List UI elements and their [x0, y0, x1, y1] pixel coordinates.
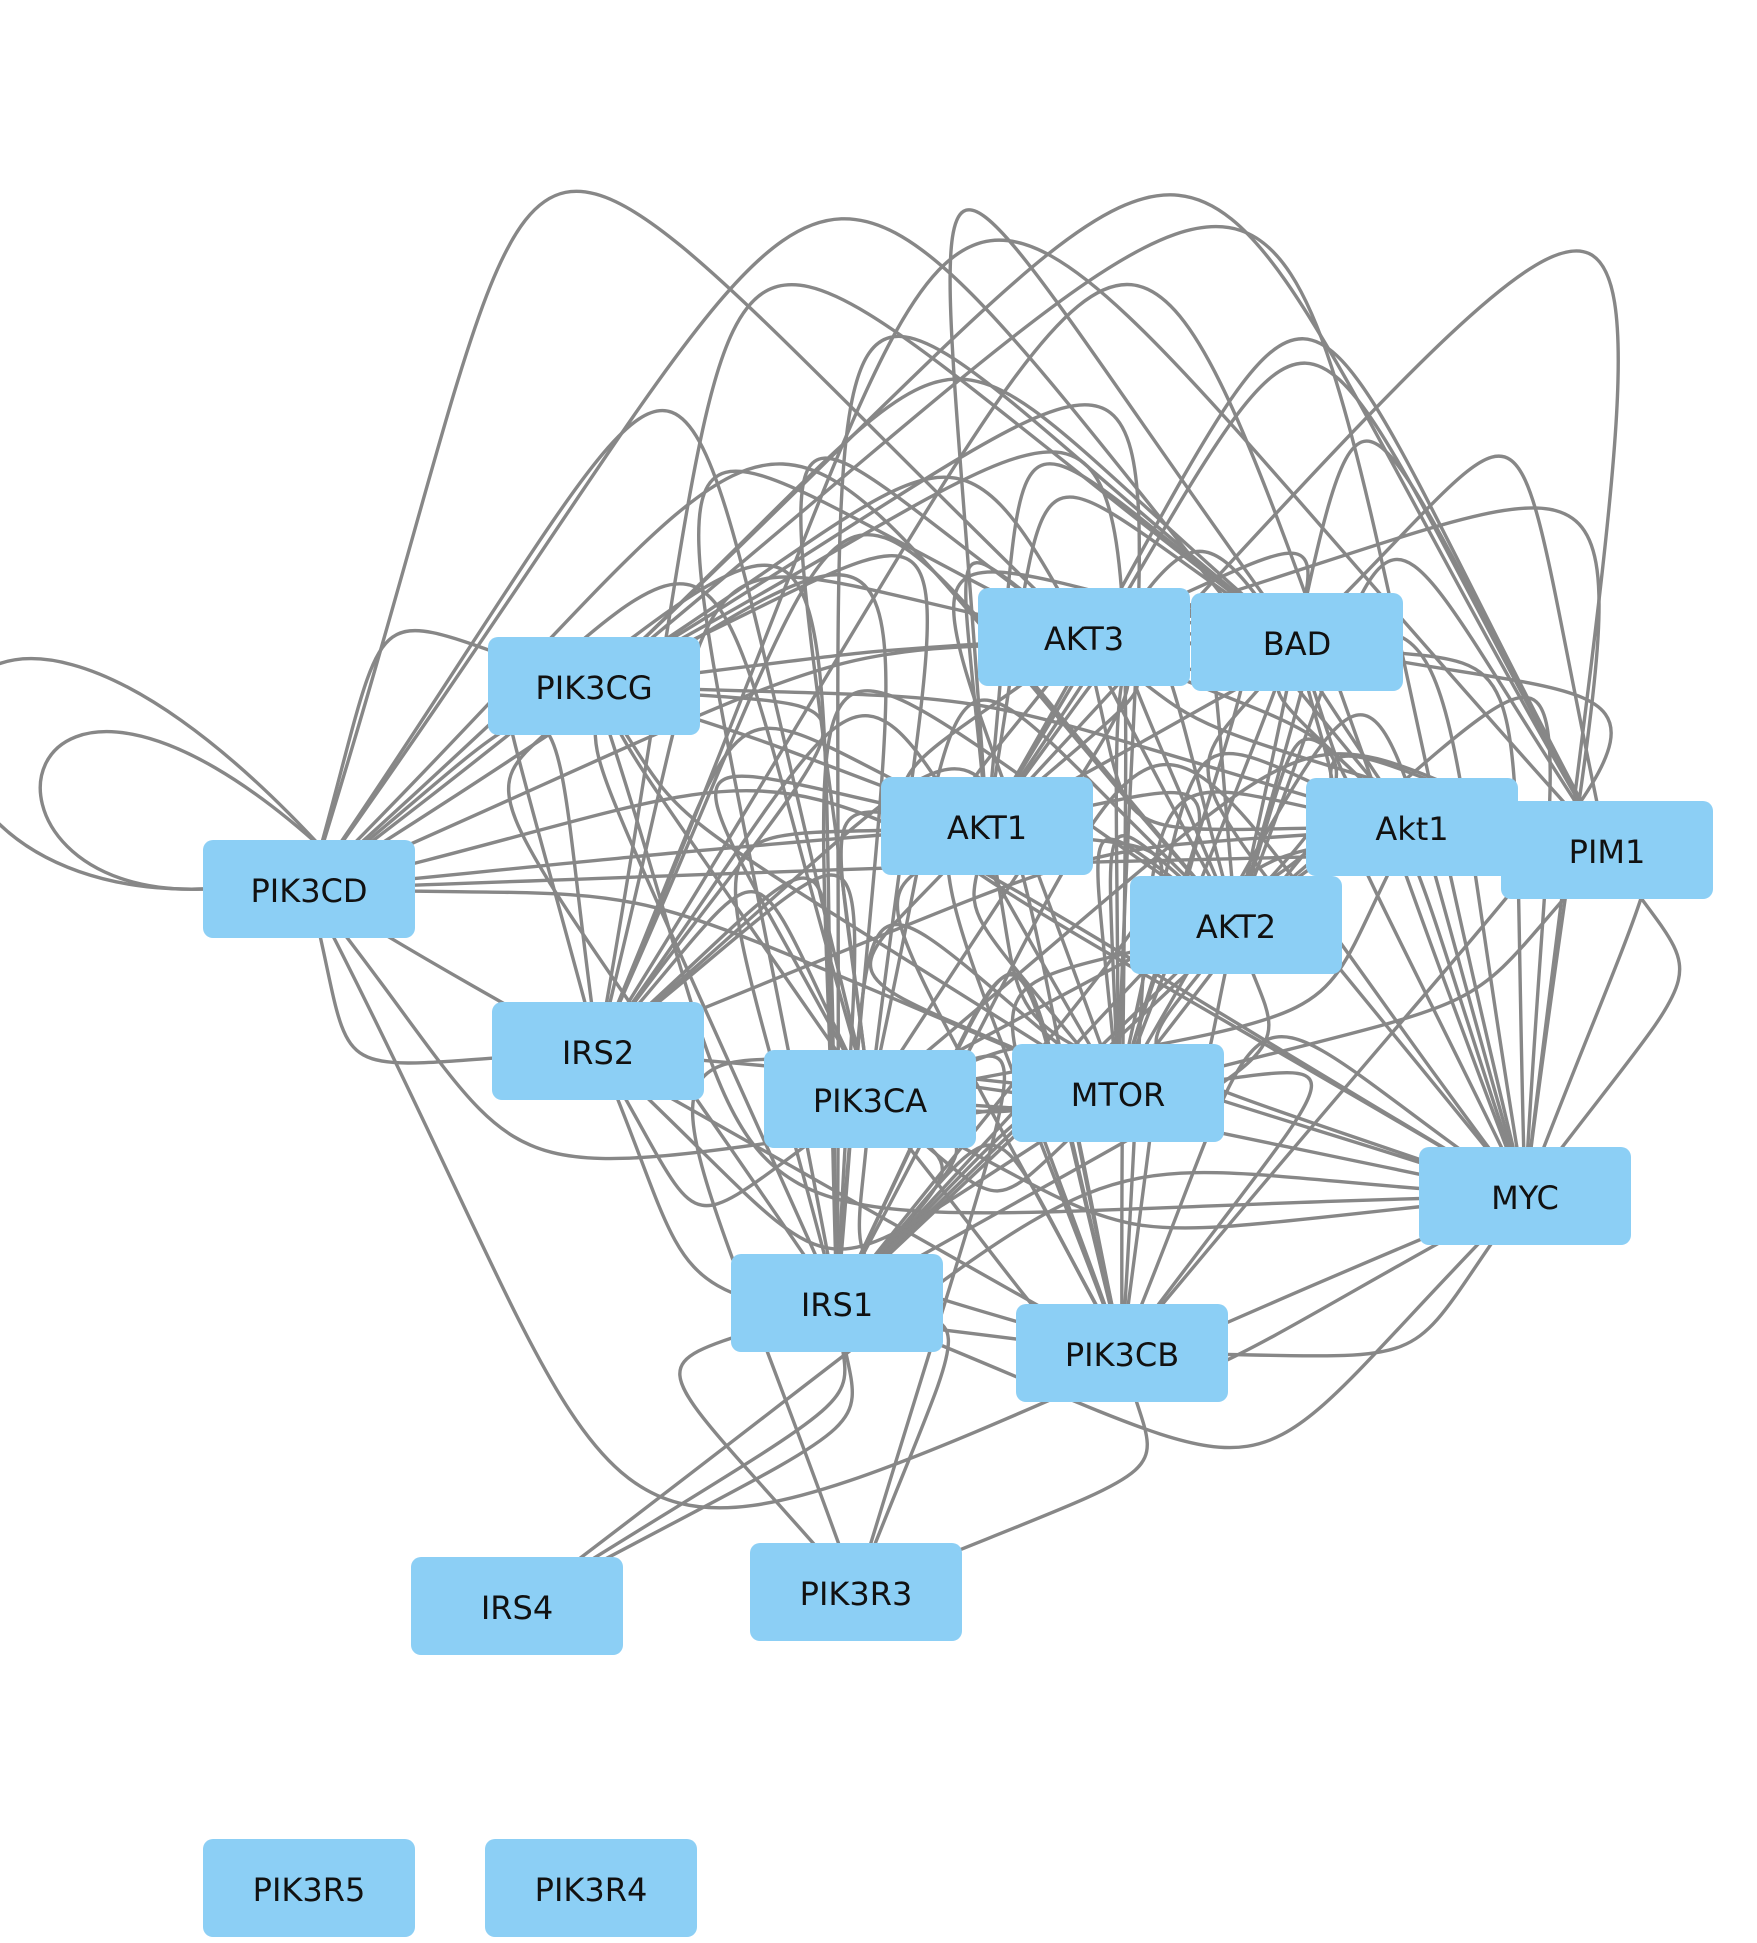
edge-bad-pim1 [1295, 454, 1609, 852]
node-label: Akt1 [1375, 810, 1448, 848]
edge-myc-pik3cb [1120, 1194, 1527, 1358]
node-pik3cg[interactable]: PIK3CG [488, 637, 700, 735]
node-label: PIK3R5 [253, 1871, 366, 1909]
node-box[interactable] [1501, 801, 1713, 899]
node-label: PIK3CG [535, 669, 652, 707]
node-label: PIK3CB [1065, 1336, 1179, 1374]
node-box[interactable] [492, 1002, 704, 1100]
node-irs2[interactable]: IRS2 [492, 1002, 704, 1100]
node-box[interactable] [1130, 876, 1342, 974]
node-akt2[interactable]: AKT2 [1130, 876, 1342, 974]
node-myc[interactable]: MYC [1419, 1147, 1631, 1245]
edge-akt3-pik3cd [307, 189, 1086, 891]
edge-pim1-pik3cg [592, 193, 1609, 852]
edge-pik3ca-pik3cd [307, 408, 872, 1101]
node-label: IRS4 [481, 1589, 553, 1627]
edge-pik3ca-irs2 [596, 1049, 872, 1208]
edge-myc-pik3ca [868, 1097, 1527, 1230]
node-box[interactable] [764, 1050, 976, 1148]
edge-akt2-pim1 [1234, 557, 1609, 927]
node-label: MTOR [1071, 1076, 1166, 1114]
node-label: AKT3 [1044, 620, 1124, 658]
node-label: MYC [1491, 1179, 1559, 1217]
node-label: AKT2 [1196, 908, 1276, 946]
node-box[interactable] [485, 1839, 697, 1937]
node-pik3ca[interactable]: PIK3CA [764, 1050, 976, 1148]
edge-pik3cd-pik3cd [0, 657, 325, 891]
node-box[interactable] [203, 1839, 415, 1937]
edge-irs1-pik3cb [835, 1143, 1124, 1355]
node-pik3r3[interactable]: PIK3R3 [750, 1543, 962, 1641]
edge-akt1-pik3cg [592, 684, 1414, 829]
node-box[interactable] [750, 1543, 962, 1641]
node-label: AKT1 [947, 809, 1027, 847]
node-akt3[interactable]: AKT3 [978, 588, 1190, 686]
edge-pik3ca-pik3cd [307, 582, 872, 1101]
node-bad[interactable]: BAD [1191, 593, 1403, 691]
node-box[interactable] [1306, 778, 1518, 876]
edge-akt2-pik3ca [868, 698, 1238, 1101]
node-akt1[interactable]: AKT1 [881, 777, 1093, 875]
node-label: PIK3R4 [535, 1871, 648, 1909]
node-box[interactable] [1012, 1044, 1224, 1142]
edge-myc-irs4 [515, 1170, 1527, 1608]
node-label: PIK3R3 [800, 1575, 913, 1613]
node-box[interactable] [1191, 593, 1403, 691]
edge-pim1-myc [1523, 848, 1682, 1198]
node-label: IRS1 [801, 1286, 873, 1324]
node-irs4[interactable]: IRS4 [411, 1557, 623, 1655]
node-box[interactable] [731, 1254, 943, 1352]
edge-bad-pik3cb [1120, 640, 1613, 1355]
edge-myc-pik3cd [307, 789, 1527, 1198]
edge-mtor-pik3cd [307, 887, 1120, 1095]
node-box[interactable] [881, 777, 1093, 875]
node-pik3r5[interactable]: PIK3R5 [203, 1839, 415, 1937]
node-box[interactable] [978, 588, 1190, 686]
edge-myc-irs1 [835, 762, 1527, 1305]
edge-pik3cd-pik3cd [38, 729, 325, 891]
node-label: PIK3CA [813, 1082, 927, 1120]
node-pik3cd[interactable]: PIK3CD [203, 840, 415, 938]
edge-akt1-pik3cd [307, 217, 1414, 891]
node-pik3cb[interactable]: PIK3CB [1016, 1304, 1228, 1402]
edge-myc-irs2 [596, 282, 1527, 1198]
node-label: BAD [1263, 625, 1331, 663]
node-box[interactable] [203, 840, 415, 938]
node-pik3r4[interactable]: PIK3R4 [485, 1839, 697, 1937]
node-box[interactable] [1419, 1147, 1631, 1245]
node-pim1[interactable]: PIM1 [1501, 801, 1713, 899]
edge-akt2-pik3cg [592, 475, 1238, 927]
edge-pik3cg-pik3cb [592, 450, 1128, 1355]
edge-akt1-pim1 [985, 337, 1609, 852]
node-label: PIM1 [1569, 833, 1646, 871]
edge-myc-pik3cg [592, 225, 1527, 1198]
edge-myc-pik3cd [307, 887, 1527, 1510]
edge-akt1-pik3ca [714, 774, 989, 1101]
edge-myc-pik3cb [1120, 1034, 1527, 1355]
edge-bad-myc [1206, 640, 1527, 1198]
edge-akt2-irs1 [835, 923, 1271, 1305]
node-irs1[interactable]: IRS1 [731, 1254, 943, 1352]
node-box[interactable] [411, 1557, 623, 1655]
node-label: PIK3CD [250, 872, 367, 910]
edge-irs1-irs4 [515, 1301, 855, 1608]
edge-mtor-pik3cg [592, 684, 1120, 1095]
edge-akt1-pik3cd [307, 824, 989, 891]
node-box[interactable] [1016, 1304, 1228, 1402]
edge-akt3-pik3ca [799, 456, 1086, 1101]
node-akt1[interactable]: Akt1 [1306, 778, 1518, 876]
edge-akt3-mtor [1082, 551, 1310, 1095]
node-label: IRS2 [562, 1034, 634, 1072]
node-box[interactable] [488, 637, 700, 735]
edge-mtor-pik3cg [592, 403, 1141, 1095]
node-mtor[interactable]: MTOR [1012, 1044, 1224, 1142]
edge-pik3ca-irs2 [596, 890, 872, 1101]
